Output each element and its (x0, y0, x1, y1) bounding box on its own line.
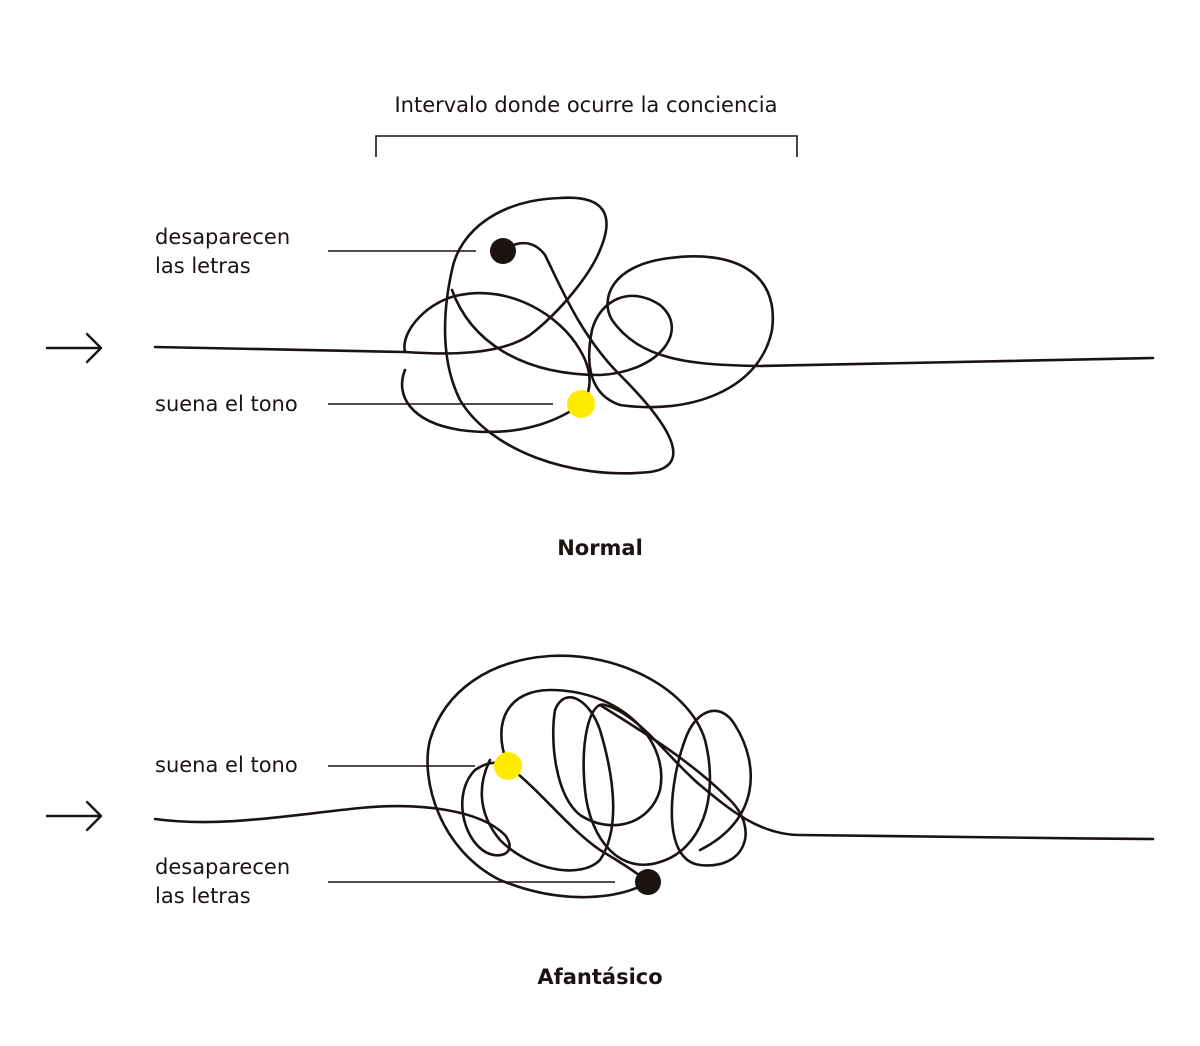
right-arrow-icon (45, 332, 103, 364)
normal-title: Normal (557, 536, 643, 560)
normal-letters-label-line1: desaparecen (155, 225, 290, 249)
normal-diagram: desaparecen las letras suena el tono Nor… (45, 196, 1155, 560)
normal-tone-label: suena el tono (155, 392, 298, 416)
normal-scribble-loop (400, 291, 591, 434)
interval-label: Intervalo donde ocurre la conciencia (394, 93, 777, 117)
right-arrow-icon (45, 800, 103, 832)
afantasic-diagram: suena el tono desaparecen las letras Afa… (45, 654, 1155, 989)
afantasic-scribble-line (153, 761, 650, 884)
afantasic-tone-label: suena el tono (155, 753, 298, 777)
afantasic-letters-label-line2: las letras (155, 884, 251, 908)
normal-letters-label-line2: las letras (155, 254, 251, 278)
letters-disappear-dot (635, 869, 661, 895)
normal-scribble-line (153, 196, 675, 475)
tone-dot (567, 390, 595, 418)
afantasic-letters-label-line1: desaparecen (155, 855, 290, 879)
normal-scribble-tail (450, 255, 1155, 409)
afantasic-title: Afantásico (537, 965, 662, 989)
tone-dot (494, 752, 522, 780)
letters-disappear-dot (490, 238, 516, 264)
afantasic-scribble-inner (480, 688, 663, 872)
afantasic-scribble-right (598, 703, 752, 867)
afantasic-scribble-outer (426, 654, 1155, 899)
interval-bracket (375, 135, 798, 157)
